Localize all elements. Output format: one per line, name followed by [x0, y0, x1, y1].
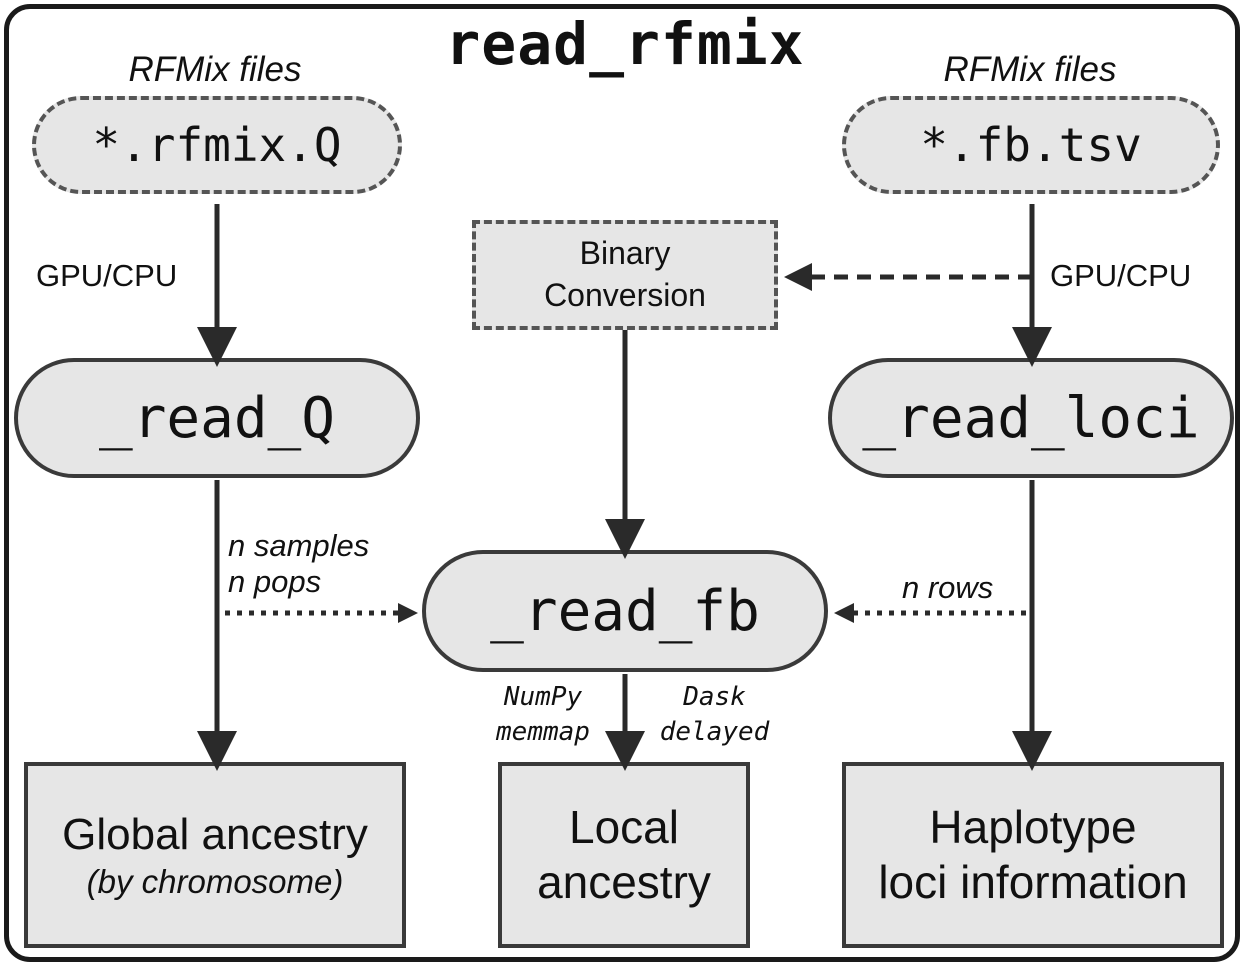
diagram-frame — [4, 4, 1240, 962]
diagram-title: read_rfmix — [445, 10, 805, 78]
binary-conversion-line1: Binary — [579, 235, 671, 272]
read-q-node: _read_Q — [14, 358, 420, 478]
local-ancestry-output: Local ancestry — [498, 762, 750, 948]
fb-tsv-file-node: *.fb.tsv — [842, 96, 1220, 194]
dask-delayed-label: Dask delayed — [642, 680, 787, 750]
edge-readloci-to-readfb-arrowhead — [834, 603, 854, 623]
rfmix-q-file-node: *.rfmix.Q — [32, 96, 402, 194]
numpy-text: NumPy — [503, 682, 583, 712]
read-loci-node: _read_loci — [828, 358, 1234, 478]
right-gpu-cpu-label: GPU/CPU — [1050, 258, 1192, 293]
delayed-text: delayed — [659, 717, 770, 748]
samples-pops-label: n samples n pops — [228, 528, 369, 599]
edge-fbtsv-to-binary-arrowhead — [784, 263, 812, 291]
left-source-caption: RFMix files — [128, 50, 302, 89]
numpy-memmap-label: NumPy memmap — [478, 680, 608, 750]
binary-conversion-node: Binary Conversion — [472, 220, 778, 330]
local-ancestry-line1: Local — [569, 800, 679, 853]
haplotype-line1: Haplotype — [929, 800, 1137, 853]
edge-readq-to-readfb-arrowhead — [398, 603, 418, 623]
n-pops-text: n pops — [228, 563, 322, 599]
left-gpu-cpu-label: GPU/CPU — [36, 258, 178, 293]
global-ancestry-subtitle: (by chromosome) — [86, 862, 344, 900]
right-source-caption: RFMix files — [943, 50, 1117, 89]
dask-text: Dask — [683, 682, 746, 712]
read-fb-node: _read_fb — [422, 550, 828, 672]
global-ancestry-title: Global ancestry — [62, 809, 368, 859]
binary-conversion-line2: Conversion — [544, 277, 706, 313]
n-samples-text: n samples — [228, 528, 370, 563]
n-rows-label: n rows — [902, 570, 994, 605]
haplotype-line2: loci information — [878, 856, 1188, 908]
memmap-text: memmap — [496, 717, 590, 748]
local-ancestry-line2: ancestry — [537, 856, 711, 908]
